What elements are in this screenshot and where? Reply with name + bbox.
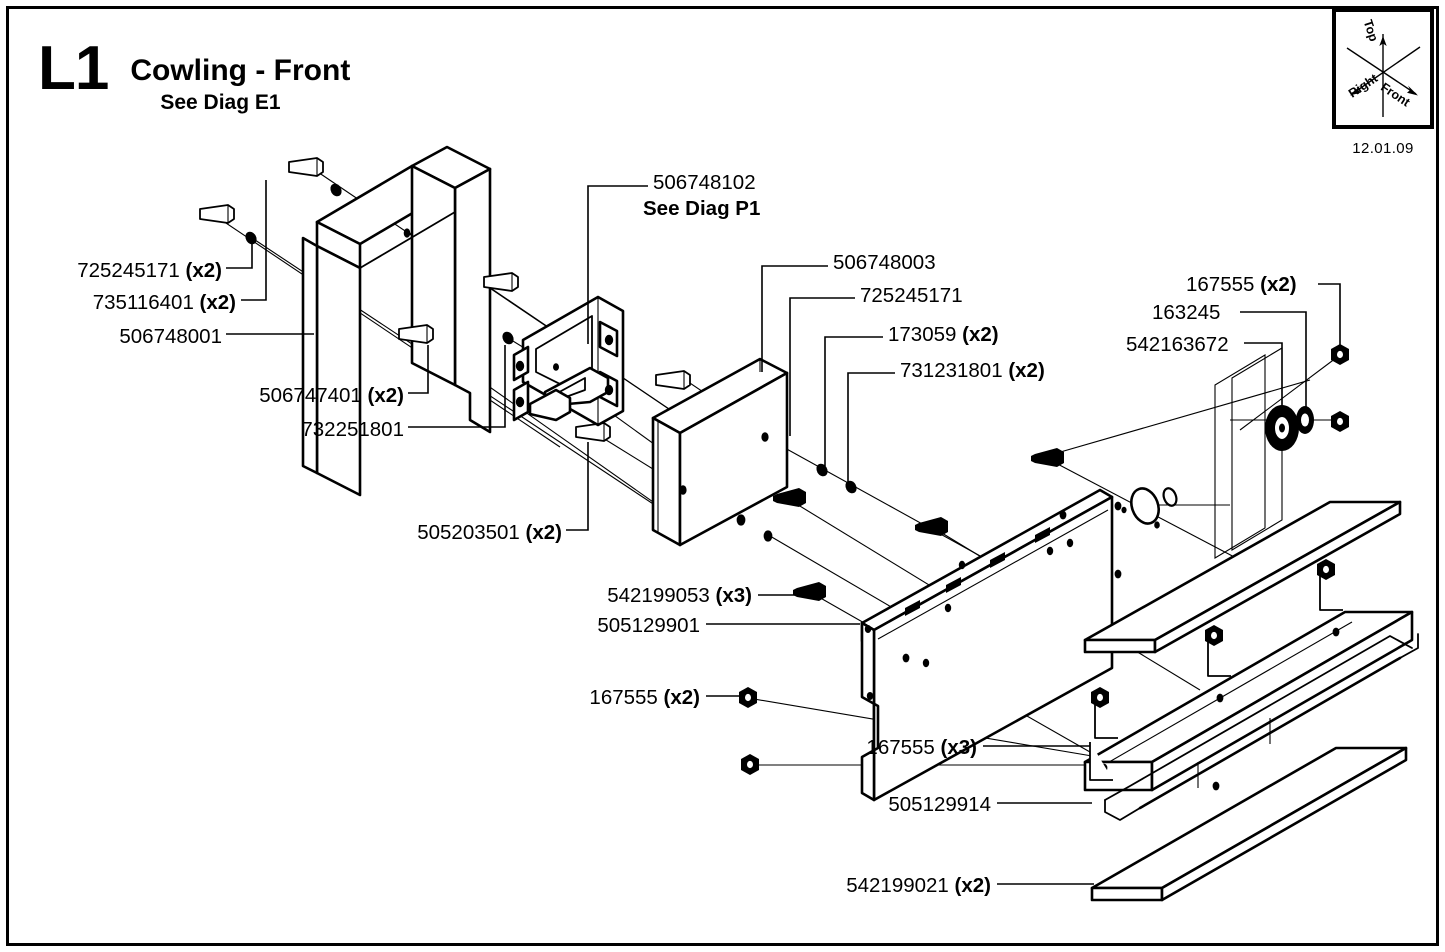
part-number: 173059 (888, 323, 957, 346)
nut-167555-a (739, 687, 757, 708)
part-number: 542199053 (607, 584, 710, 607)
washer-725245171-a (328, 181, 344, 199)
part-quantity: (x2) (361, 384, 404, 407)
fastener-506747401-a (483, 272, 519, 292)
part-number: 167555 (1186, 273, 1255, 296)
part-quantity: (x2) (179, 259, 222, 282)
part-number: 735116401 (92, 291, 194, 314)
part-label-167555-x2: 167555 (x2) (589, 686, 700, 709)
part-number: 505129914 (888, 793, 991, 816)
part-quantity: (x2) (193, 291, 236, 314)
part-label-506748003: 506748003 (833, 251, 936, 274)
part-number: 725245171 (860, 284, 963, 307)
drawing-frame (6, 6, 1439, 946)
clip-tab-group (1089, 559, 1343, 781)
part-label-542163672: 542163672 (1126, 333, 1229, 356)
revision-date: 12.01.09 (1352, 140, 1414, 157)
part-label-735116401-x2: 735116401 (x2) (92, 291, 236, 314)
fastener-735116401 (288, 157, 324, 177)
part-quantity: (x3) (934, 736, 977, 759)
part-number: 542163672 (1126, 333, 1229, 356)
compass-icon (1346, 34, 1421, 117)
part-quantity: (x2) (657, 686, 700, 709)
part-label-542199021-x2: 542199021 (x2) (846, 874, 991, 897)
part-label-167555-x2: 167555 (x2) (1186, 273, 1297, 296)
sheet-subtitle: See Diag E1 (160, 91, 281, 114)
title-block: L1 Cowling - Front See Diag E1 (38, 34, 351, 115)
part-label-542199053-x3: 542199053 (x3) (607, 584, 752, 607)
part-quantity: (x2) (1254, 273, 1297, 296)
fastener-505203501-a (575, 422, 611, 442)
part-number: 732251801 (301, 418, 404, 441)
part-label-505129914: 505129914 (888, 793, 991, 816)
part-label-506748102: 506748102 (653, 171, 756, 194)
note-see-diag-p1: See Diag P1 (643, 197, 761, 220)
part-506748001-cowl-bracket (301, 145, 492, 497)
leader-lines (226, 180, 1341, 885)
page-title: Cowling - Front (130, 54, 351, 87)
part-label-173059-x2: 173059 (x2) (888, 323, 999, 346)
part-505129901-main-rail (860, 487, 1178, 802)
washer-725245171-c (814, 461, 830, 479)
part-label-167555-x3: 167555 (x3) (866, 736, 977, 759)
part-505129914-channel (1083, 559, 1419, 821)
part-label-725245171-x2: 725245171 (x2) (77, 259, 222, 282)
part-quantity: (x2) (948, 874, 991, 897)
part-number: 506747401 (259, 384, 362, 407)
part-label-731231801-x2: 731231801 (x2) (900, 359, 1045, 382)
part-label-505129901: 505129901 (597, 614, 700, 637)
bolt-542199053-c (1031, 448, 1064, 467)
part-label-506747401-x2: 506747401 (x2) (259, 384, 404, 407)
part-number: 506748102 (653, 171, 756, 194)
part-542199021-strip-lower (1090, 746, 1408, 902)
fastener-505203501-b (655, 370, 691, 390)
part-number: 163245 (1152, 301, 1221, 324)
part-542199021-strip-upper (1083, 500, 1402, 654)
part-number: 505203501 (417, 521, 520, 544)
part-number: 731231801 (900, 359, 1003, 382)
bolt-542199053-a (915, 517, 948, 536)
orientation-compass: Top Right Front (1332, 8, 1434, 129)
part-506748003-panel (651, 357, 789, 547)
part-quantity: (x2) (956, 323, 999, 346)
nut-167555-d (1331, 411, 1349, 432)
fastener-732251801 (398, 324, 434, 344)
sheet-code: L1 (38, 34, 109, 103)
part-number: 725245171 (77, 259, 180, 282)
part-number: 542199021 (846, 874, 949, 897)
part-number: 167555 (589, 686, 658, 709)
part-number: 167555 (866, 736, 935, 759)
part-quantity: (x3) (709, 584, 752, 607)
part-label-506748001: 506748001 (119, 325, 222, 348)
part-label-732251801: 732251801 (301, 418, 404, 441)
part-quantity: (x2) (1002, 359, 1045, 382)
roller-assembly (1214, 344, 1349, 559)
part-number: 506748003 (833, 251, 936, 274)
part-number: 505129901 (597, 614, 700, 637)
part-number: 506748001 (119, 325, 222, 348)
part-506748102-mount-plate (500, 295, 625, 427)
part-label-505203501-x2: 505203501 (x2) (417, 521, 562, 544)
bolt-542199053-b (793, 582, 826, 601)
part-quantity: (x2) (519, 521, 562, 544)
nut-167555-b (741, 754, 759, 775)
fastener-735116401-b (199, 204, 235, 224)
part-label-725245171: 725245171 (860, 284, 963, 307)
part-label-163245: 163245 (1152, 301, 1221, 324)
